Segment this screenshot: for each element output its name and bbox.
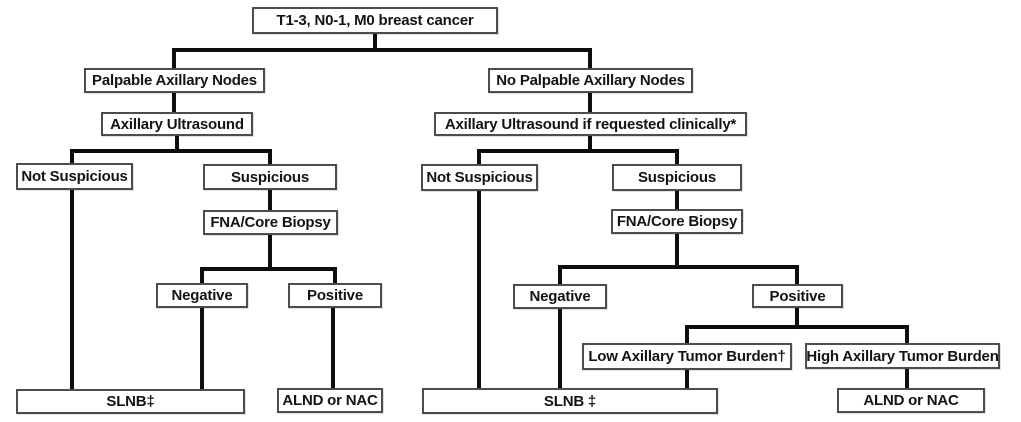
connector [70, 149, 272, 153]
connector [588, 135, 592, 151]
connector [331, 307, 335, 389]
node-slnb-right: SLNB ‡ [422, 388, 718, 414]
connector [268, 151, 272, 165]
connector [200, 267, 337, 271]
node-suspicious-right: Suspicious [612, 164, 742, 191]
node-no-palpable-nodes: No Palpable Axillary Nodes [488, 68, 693, 93]
connector [905, 327, 909, 344]
connector [373, 33, 377, 50]
connector [795, 267, 799, 285]
node-not-suspicious-right: Not Suspicious [421, 164, 538, 191]
node-negative-left: Negative [156, 283, 248, 308]
node-palpable-nodes: Palpable Axillary Nodes [84, 68, 265, 93]
node-fna-core-biopsy-right: FNA/Core Biopsy [611, 209, 743, 234]
node-fna-core-biopsy-left: FNA/Core Biopsy [203, 210, 338, 235]
node-suspicious-left: Suspicious [203, 164, 337, 190]
connector [588, 92, 592, 113]
node-positive-right: Positive [752, 284, 843, 308]
connector [685, 325, 909, 329]
connector [675, 190, 679, 210]
connector [172, 50, 176, 69]
connector [200, 307, 204, 390]
connector [172, 48, 592, 52]
connector [558, 308, 562, 389]
node-slnb-left: SLNB‡ [16, 389, 245, 414]
connector [685, 369, 689, 389]
node-alnd-or-nac-left: ALND or NAC [277, 388, 383, 413]
node-not-suspicious-left: Not Suspicious [16, 163, 133, 190]
connector [675, 151, 679, 165]
connector [268, 189, 272, 211]
connector [477, 149, 679, 153]
node-alnd-or-nac-right: ALND or NAC [837, 388, 985, 413]
connector [675, 233, 679, 266]
node-positive-left: Positive [288, 283, 382, 308]
node-axillary-ultrasound-right: Axillary Ultrasound if requested clinica… [434, 112, 747, 136]
connector [588, 50, 592, 69]
node-negative-right: Negative [513, 284, 607, 309]
node-low-axillary-tumor-burden: Low Axillary Tumor Burden† [582, 343, 792, 370]
connector [558, 265, 799, 269]
connector [175, 135, 179, 151]
connector [172, 92, 176, 113]
connector [70, 189, 74, 390]
node-root-diagnosis: T1-3, N0-1, M0 breast cancer [252, 7, 498, 34]
connector [685, 327, 689, 344]
connector [200, 269, 204, 284]
connector [477, 151, 481, 165]
connector [333, 269, 337, 284]
connector [70, 151, 74, 164]
node-high-axillary-tumor-burden: High Axillary Tumor Burden [805, 343, 1000, 369]
connector [795, 307, 799, 326]
node-axillary-ultrasound-left: Axillary Ultrasound [101, 112, 253, 136]
connector [268, 234, 272, 268]
connector [558, 267, 562, 285]
connector [477, 190, 481, 389]
connector [905, 368, 909, 389]
